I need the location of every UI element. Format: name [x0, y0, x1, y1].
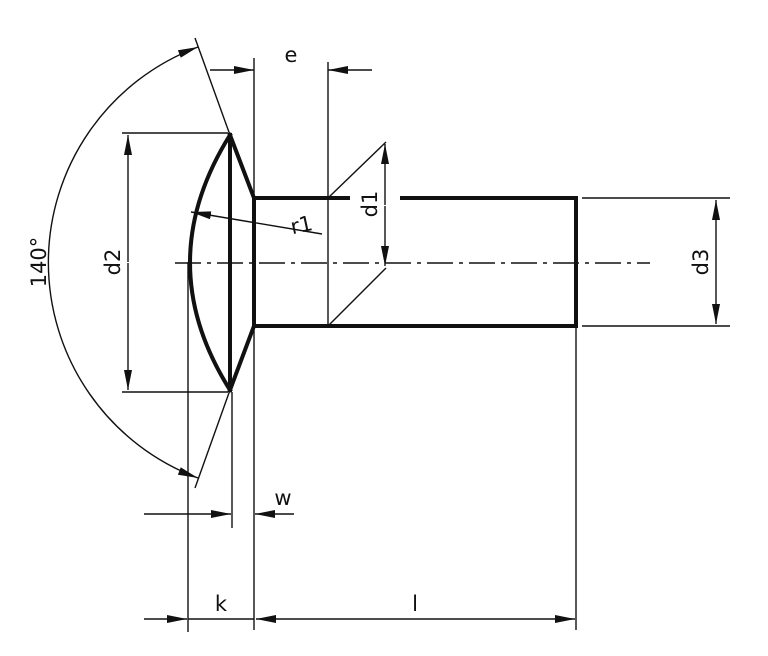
- label-angle: 140°: [27, 237, 51, 288]
- hole-chamfer-top: [327, 141, 387, 199]
- dimension-w: w: [144, 486, 294, 518]
- hole-section: [327, 62, 387, 327]
- dimension-d2: d2: [101, 135, 132, 390]
- dimension-e: e: [210, 43, 372, 74]
- label-w: w: [274, 486, 291, 510]
- dimension-angle: 140°: [27, 46, 199, 479]
- dimension-d3: d3: [689, 200, 720, 324]
- label-d3: d3: [689, 249, 713, 276]
- dimension-d1: d1: [358, 144, 389, 266]
- extension-lines: [122, 37, 730, 632]
- label-e: e: [285, 43, 298, 67]
- dimension-r1: r1: [190, 211, 323, 239]
- hole-chamfer-bottom: [327, 267, 387, 327]
- label-l: l: [412, 592, 418, 616]
- label-k: k: [215, 592, 228, 616]
- label-d2: d2: [101, 249, 125, 276]
- dimension-l: l: [256, 592, 575, 623]
- label-d1: d1: [358, 191, 382, 218]
- dimension-k: k: [144, 592, 254, 623]
- label-r1: r1: [288, 211, 315, 239]
